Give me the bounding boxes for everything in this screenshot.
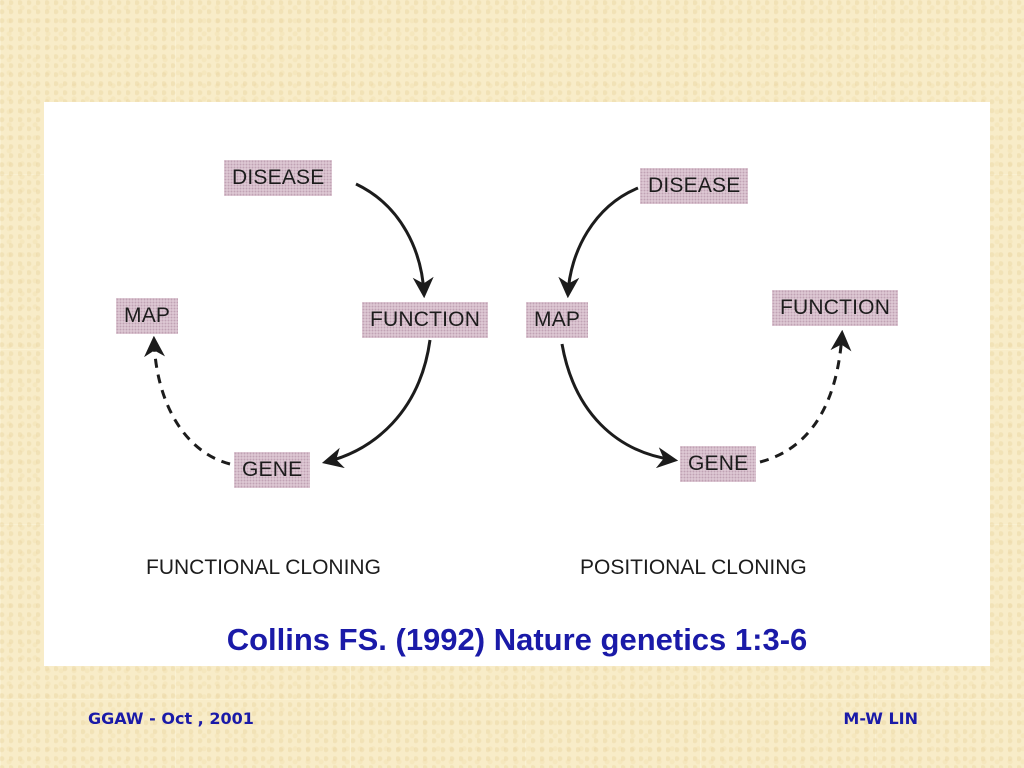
functional-function-node: FUNCTION: [362, 302, 489, 338]
arrow-disease-to-map: [558, 186, 639, 299]
functional-disease-node: DISEASE: [224, 160, 333, 196]
positional-gene-node: GENE: [680, 446, 757, 482]
positional-cloning-caption: POSITIONAL CLONING: [580, 556, 807, 579]
positional-map-node: MAP: [526, 302, 589, 338]
cloning-diagram: [144, 182, 852, 469]
functional-gene-node: GENE: [234, 452, 311, 488]
arrow-gene-to-map-dashed: [144, 335, 231, 466]
footer-author: M-W LIN: [843, 709, 918, 728]
functional-cloning-caption: FUNCTIONAL CLONING: [146, 556, 381, 579]
figure-panel: DISEASE FUNCTION GENE MAP FUNCTIONAL CLO…: [44, 102, 990, 666]
arrow-function-to-gene: [321, 339, 432, 469]
footer-event: GGAW - Oct , 2001: [88, 709, 254, 728]
arrow-disease-to-function: [355, 182, 434, 299]
arrow-map-to-gene: [560, 343, 679, 469]
positional-disease-node: DISEASE: [640, 168, 749, 204]
positional-function-node: FUNCTION: [772, 290, 899, 326]
citation: Collins FS. (1992) Nature genetics 1:3-6: [226, 622, 808, 657]
arrow-gene-to-function-dashed: [759, 329, 852, 464]
functional-map-node: MAP: [116, 298, 179, 334]
